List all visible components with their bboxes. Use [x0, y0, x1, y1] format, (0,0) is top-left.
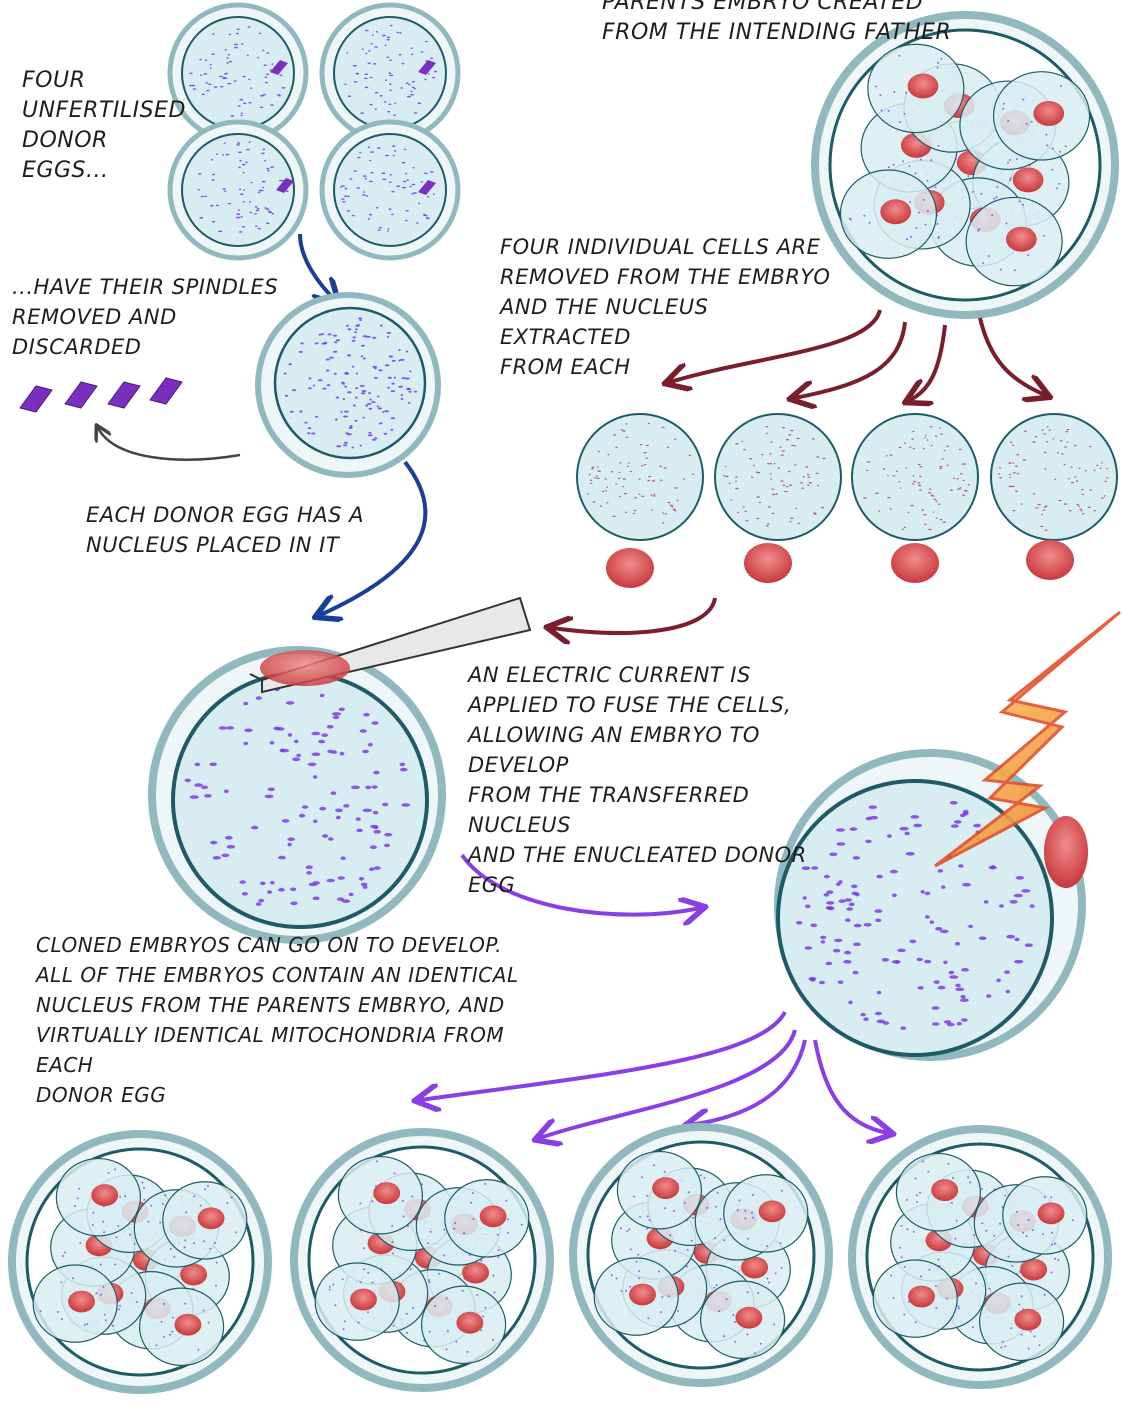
- parents-embryo-label: PARENTS EMBRYO CREATED FROM THE INTENDIN…: [602, 0, 962, 48]
- donor-eggs-label: FOUR UNFERTILISED DONOR EGGS...: [22, 66, 172, 186]
- extracted-nucleus-2: [744, 543, 792, 583]
- extracted-cell-3: [852, 414, 978, 540]
- arrow-clone-2: [540, 1030, 795, 1138]
- spindle-icon: [108, 382, 140, 408]
- extracted-nucleus-3: [891, 543, 939, 583]
- arrow-cell-3: [910, 325, 945, 400]
- arrow-to-enucleation: [300, 234, 335, 300]
- cell-removal-label: FOUR INDIVIDUAL CELLS ARE REMOVED FROM T…: [500, 232, 840, 382]
- parent-embryo: [815, 15, 1115, 315]
- recipient-egg: [152, 650, 442, 940]
- spindle-icon: [65, 382, 97, 408]
- cloned-embryo-2: [294, 1132, 550, 1388]
- extracted-cell-4: [991, 414, 1117, 540]
- cloned-embryos-label: CLONED EMBRYOS CAN GO ON TO DEVELOP. ALL…: [36, 930, 536, 1110]
- donor-egg-3: [170, 122, 306, 258]
- arrow-cell-4: [980, 318, 1045, 395]
- extracted-cell-2: [715, 414, 841, 540]
- arrow-nucleus-to-pipette: [552, 598, 715, 633]
- arrow-discard: [98, 428, 240, 460]
- fused-nucleus: [1044, 816, 1088, 888]
- spindle-removal-label: ...HAVE THEIR SPINDLES REMOVED AND DISCA…: [12, 272, 292, 362]
- cloned-embryo-1: [12, 1134, 268, 1390]
- discarded-spindles: [20, 378, 182, 412]
- extracted-nucleus-4: [1026, 540, 1074, 580]
- spindle-icon: [150, 378, 182, 404]
- donor-egg-4: [322, 122, 458, 258]
- spindle-icon: [20, 386, 52, 412]
- transferred-nucleus: [260, 650, 350, 686]
- electric-fusion-label: AN ELECTRIC CURRENT IS APPLIED TO FUSE T…: [468, 660, 848, 900]
- cloned-embryo-4: [852, 1129, 1108, 1385]
- nucleus-placement-label: EACH DONOR EGG HAS A NUCLEUS PLACED IN I…: [86, 500, 406, 560]
- cloned-embryo-3: [573, 1127, 829, 1383]
- extracted-cell-1: [577, 414, 703, 540]
- arrow-clone-4: [815, 1040, 888, 1133]
- extracted-nucleus-1: [606, 548, 654, 588]
